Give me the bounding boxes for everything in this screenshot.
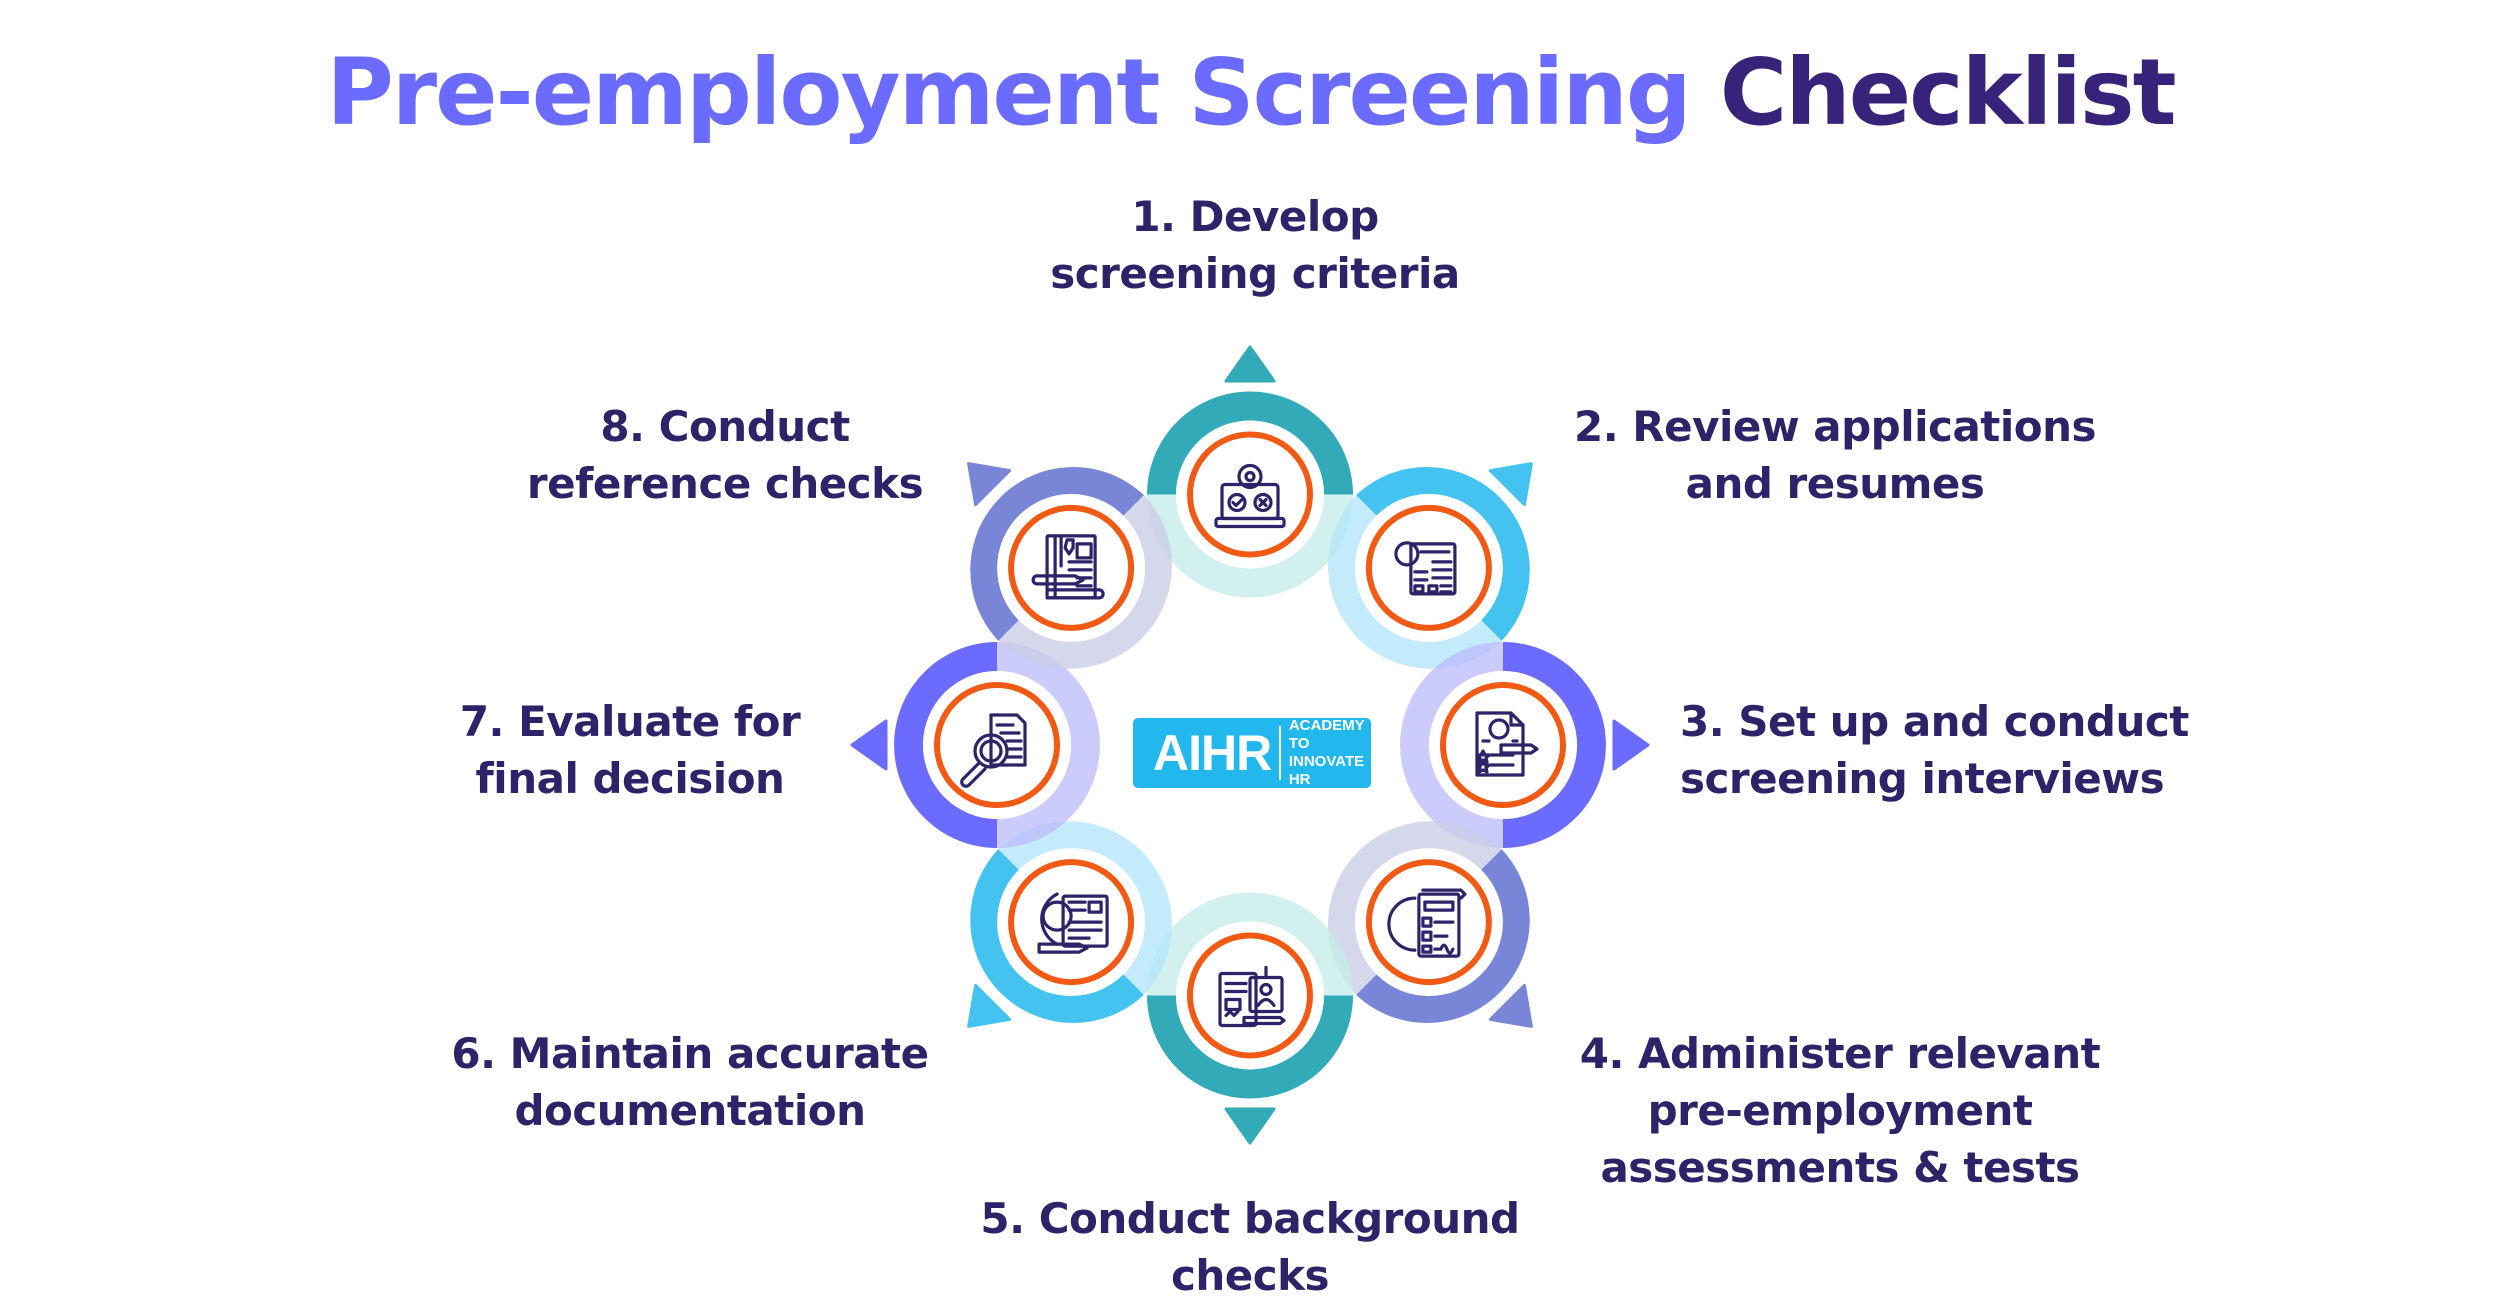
step-label-8: 8. Conduct reference checks	[520, 398, 930, 512]
aihr-logo: AIHR ACADEMY TO INNOVATE HR	[1133, 717, 1371, 789]
node-orange-ring	[1008, 504, 1135, 631]
node-orange-ring	[1440, 682, 1566, 808]
title-accent: Pre-employment Screening	[326, 39, 1691, 146]
step-label-line: and resumes	[1685, 459, 1985, 508]
ring-light-half	[998, 821, 1172, 995]
assessment-clipboard-icon	[1387, 888, 1467, 958]
step-label-line: 2. Review applications	[1573, 402, 2097, 451]
step-label-line: assessments & tests	[1600, 1143, 2080, 1192]
step-label-1: 1. Develop screening criteria	[1040, 188, 1470, 302]
ring-dark-half	[1503, 642, 1606, 848]
ring-dark-half	[970, 467, 1144, 641]
ring-light-half	[997, 642, 1100, 848]
resume-profile-icon	[1394, 541, 1457, 596]
step-label-7: 7. Evaluate for final decision	[450, 693, 810, 807]
step-node-2	[1354, 493, 1503, 642]
step-node-4	[1354, 848, 1503, 997]
ring-light-half	[1400, 642, 1503, 848]
node-disc	[997, 493, 1146, 642]
step-label-line: 8. Conduct	[600, 402, 850, 451]
step-label-line: 6. Maintain accurate	[451, 1029, 929, 1078]
arrow-step-1	[1224, 345, 1276, 383]
step-node-7	[923, 671, 1071, 819]
step-label-5: 5. Conduct background checks	[975, 1190, 1525, 1304]
ring-dark-half	[1147, 391, 1353, 495]
arrow-step-8	[967, 462, 1012, 507]
step-label-line: 5. Conduct background	[980, 1194, 1520, 1243]
step-label-line: 7. Evaluate for	[459, 697, 801, 746]
step-label-line: documentation	[514, 1086, 866, 1135]
id-document-signature-icon	[1218, 965, 1286, 1028]
laptop-gear-check-icon	[1214, 463, 1286, 529]
node-disc	[1354, 848, 1503, 997]
step-node-8	[997, 493, 1146, 642]
step-label-line: 3. Set up and conduct	[1680, 697, 2189, 746]
node-orange-ring	[934, 682, 1060, 808]
node-orange-ring	[1187, 431, 1313, 558]
step-label-line: pre-employment	[1647, 1086, 2033, 1135]
step-label-2: 2. Review applications and resumes	[1570, 398, 2100, 512]
arrow-step-4	[1488, 983, 1533, 1028]
document-gear-pencil-icon	[1037, 892, 1109, 954]
ring-dark-half	[894, 642, 997, 848]
ring-light-half	[1147, 494, 1353, 598]
logo-main-text: AIHR	[1153, 725, 1272, 781]
step-node-5	[1176, 921, 1324, 1070]
ring-dark-half	[1356, 849, 1530, 1023]
node-orange-ring	[1187, 932, 1313, 1059]
ring-dark-half	[1356, 467, 1530, 641]
ring-light-half	[1328, 821, 1502, 995]
arrow-step-7	[850, 719, 888, 771]
step-node-1	[1176, 420, 1324, 569]
step-label-line: screening interviews	[1680, 754, 2165, 803]
node-disc	[1176, 420, 1324, 569]
step-label-3: 3. Set up and conduct screening intervie…	[1680, 693, 2189, 807]
ring-light-half	[998, 495, 1172, 669]
document-magnifier-icon	[960, 713, 1027, 788]
ring-dark-half	[970, 849, 1144, 1023]
step-label-line: screening criteria	[1050, 249, 1460, 298]
ring-light-half	[1328, 495, 1502, 669]
node-disc	[1354, 493, 1503, 642]
candidate-rating-document-icon	[1475, 711, 1539, 777]
step-label-6: 6. Maintain accurate documentation	[450, 1025, 930, 1139]
step-label-line: 1. Develop	[1131, 192, 1379, 241]
step-node-3	[1429, 671, 1577, 819]
arrow-step-3	[1612, 719, 1650, 771]
step-label-line: checks	[1170, 1251, 1330, 1300]
reference-scroll-pencil-icon	[1031, 534, 1105, 600]
logo-tagline-line1: ACADEMY TO	[1288, 717, 1365, 752]
arrow-step-2	[1488, 462, 1533, 507]
logo-tagline: ACADEMY TO INNOVATE HR	[1289, 717, 1371, 789]
page-title: Pre-employment Screening Checklist	[0, 38, 2501, 148]
logo-divider	[1279, 726, 1281, 780]
logo-tagline-line2: INNOVATE HR	[1288, 753, 1365, 788]
step-label-4: 4. Administer relevant pre-employment as…	[1570, 1025, 2110, 1196]
step-label-line: final decision	[475, 754, 785, 803]
step-node-6	[997, 848, 1146, 997]
step-label-line: 4. Administer relevant	[1579, 1029, 2101, 1078]
node-orange-ring	[1008, 859, 1135, 986]
step-label-line: reference checks	[526, 459, 924, 508]
title-dark: Checklist	[1719, 39, 2177, 146]
arrow-step-6	[967, 983, 1012, 1028]
arrow-step-5	[1224, 1107, 1276, 1145]
node-orange-ring	[1365, 504, 1492, 631]
ring-dark-half	[1147, 995, 1353, 1099]
node-orange-ring	[1365, 859, 1492, 986]
ring-light-half	[1147, 892, 1353, 996]
